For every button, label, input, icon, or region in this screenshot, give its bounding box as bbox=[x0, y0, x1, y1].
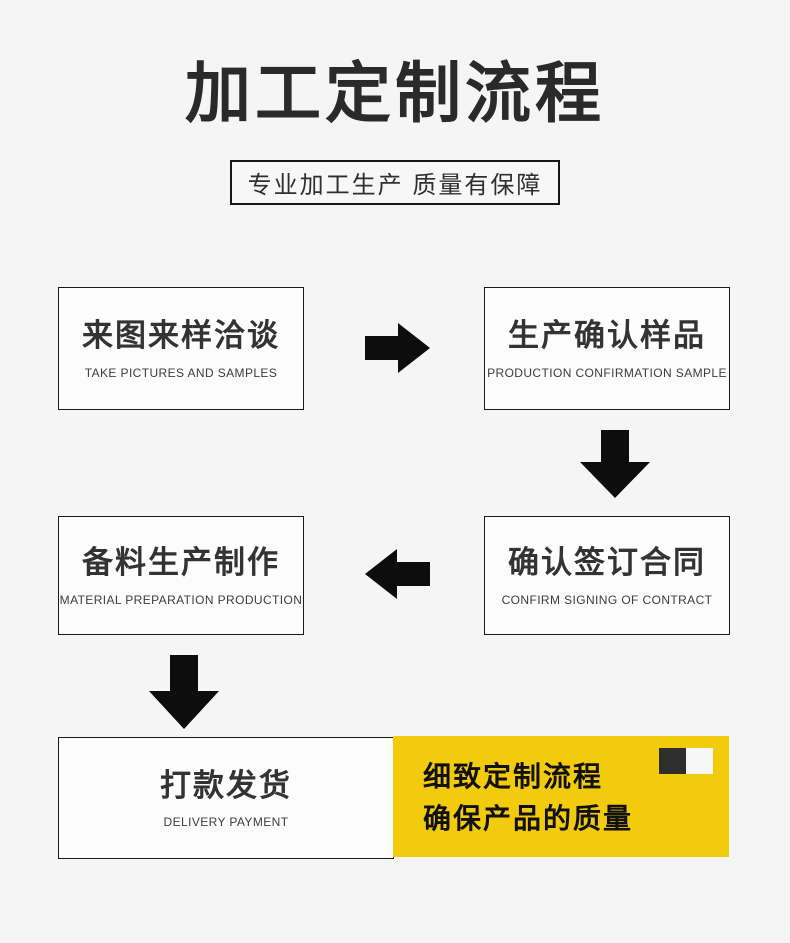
flow-step-title: 来图来样洽谈 bbox=[82, 318, 280, 354]
arrow-left-icon bbox=[365, 549, 430, 599]
flow-step-subtitle: PRODUCTION CONFIRMATION SAMPLE bbox=[487, 365, 727, 380]
flow-step-delivery: 打款发货 DELIVERY PAYMENT bbox=[58, 737, 394, 859]
arrow-down-icon bbox=[149, 655, 219, 729]
flow-step-contract: 确认签订合同 CONFIRM SIGNING OF CONTRACT bbox=[484, 516, 730, 635]
flow-step-title: 打款发货 bbox=[160, 767, 292, 803]
decor-square-light bbox=[686, 748, 713, 774]
flow-step-subtitle: TAKE PICTURES AND SAMPLES bbox=[84, 365, 278, 380]
flow-step-sample: 生产确认样品 PRODUCTION CONFIRMATION SAMPLE bbox=[484, 287, 730, 410]
flow-step-title: 确认签订合同 bbox=[508, 545, 706, 581]
flow-step-subtitle: DELIVERY PAYMENT bbox=[163, 815, 289, 830]
flow-step-negotiate: 来图来样洽谈 TAKE PICTURES AND SAMPLES bbox=[58, 287, 304, 410]
arrow-down-icon bbox=[580, 430, 650, 498]
flow-step-subtitle: CONFIRM SIGNING OF CONTRACT bbox=[501, 592, 713, 607]
callout-line-1: 细致定制流程 bbox=[423, 761, 604, 792]
flow-step-preparation: 备料生产制作 MATERIAL PREPARATION PRODUCTION bbox=[58, 516, 304, 635]
callout-line-2: 确保产品的质量 bbox=[423, 803, 634, 834]
quality-callout: 细致定制流程 确保产品的质量 bbox=[393, 736, 729, 857]
subtitle-row: 专业加工生产 质量有保障 bbox=[0, 160, 790, 205]
arrow-right-icon bbox=[365, 323, 430, 373]
decor-square-dark bbox=[659, 748, 686, 774]
subtitle-badge: 专业加工生产 质量有保障 bbox=[229, 160, 561, 205]
decor-squares-icon bbox=[659, 748, 713, 774]
flow-step-subtitle: MATERIAL PREPARATION PRODUCTION bbox=[59, 592, 303, 607]
page-title: 加工定制流程 bbox=[185, 56, 605, 130]
flow-step-title: 生产确认样品 bbox=[508, 318, 706, 354]
flow-step-title: 备料生产制作 bbox=[82, 545, 280, 581]
